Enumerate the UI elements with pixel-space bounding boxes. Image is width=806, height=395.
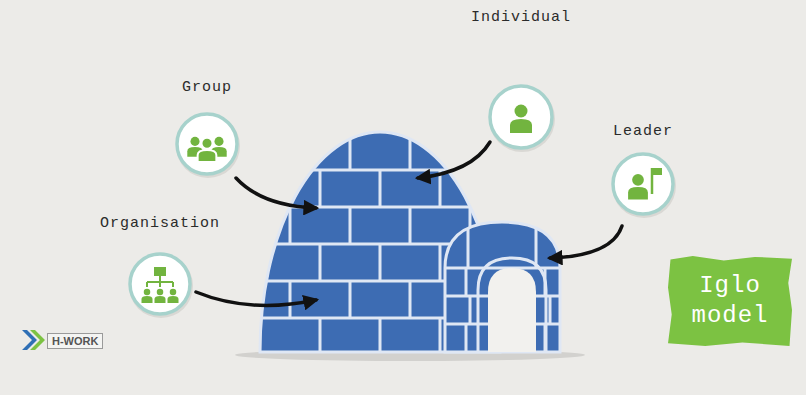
icon-circle [484, 80, 558, 154]
igloo-tunnel [440, 222, 565, 352]
icon-circle [124, 248, 196, 320]
title-tag: Iglo model [668, 256, 792, 346]
tag-text: Iglo model [678, 271, 782, 331]
logo-text: H-WORK [47, 333, 103, 349]
role-circle: Group [127, 78, 287, 182]
icon-circle [607, 148, 679, 220]
role-heading: Organisation [80, 214, 240, 234]
role-heading: Leader [563, 122, 723, 142]
role-heading: Individual [441, 8, 601, 28]
role-circle: Leader [563, 122, 723, 222]
role-circle: Individual [441, 8, 601, 156]
logo-mark [22, 330, 45, 350]
icon-circle [171, 108, 243, 180]
role-circle: Organisation [80, 214, 240, 322]
pointer-arrows [196, 142, 622, 305]
role-heading: Group [127, 78, 287, 98]
